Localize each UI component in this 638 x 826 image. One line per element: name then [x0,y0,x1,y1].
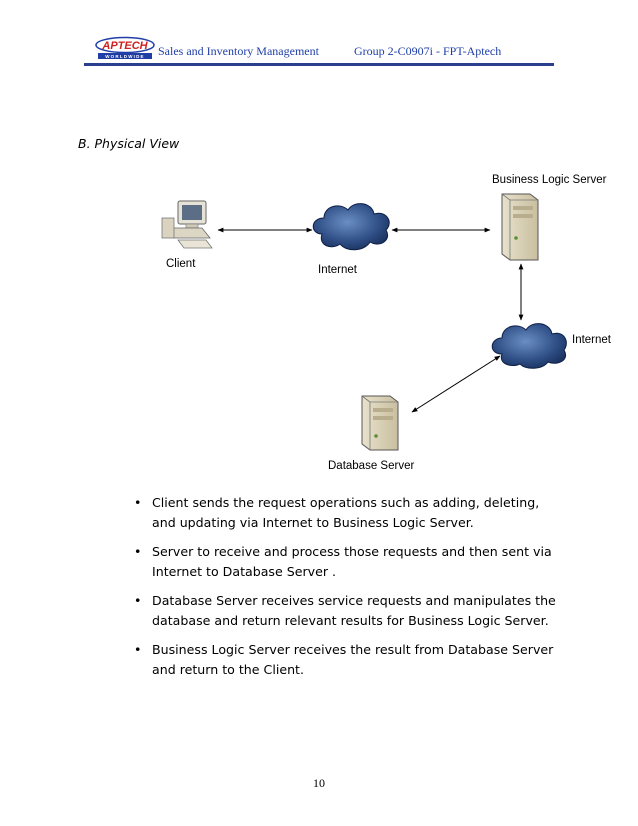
physical-view-diagram: Client Internet Business Logic Server In… [140,168,620,478]
bullet-icon: • [134,495,142,510]
list-item-text: Business Logic Server receives the resul… [152,642,554,677]
internet-cloud-icon [312,203,390,251]
server-icon [501,193,539,261]
list-item: • Business Logic Server receives the resu… [131,640,561,679]
page-number: 10 [313,776,325,790]
client-computer-icon [161,200,213,249]
svg-text:APTECH: APTECH [101,40,148,52]
description-list: • Client sends the request operations suc… [131,493,561,689]
list-item-text: Database Server receives service request… [152,593,556,628]
label-client: Client [166,258,196,270]
bullet-icon: • [134,642,142,657]
bullet-icon: • [134,593,142,608]
internet-cloud-icon [491,323,567,369]
label-database-server: Database Server [328,460,415,472]
list-item: • Server to receive and process those req… [131,542,561,581]
page-header: APTECH WORLDWIDE Sales and Inventory Man… [84,34,554,68]
label-internet-1: Internet [318,264,357,276]
list-item-text: Client sends the request operations such… [152,495,540,530]
arrow-internet-database-server [411,355,501,413]
header-group: Group 2-C0907i - FPT-Aptech [354,44,502,58]
section-title: B. Physical View [78,136,180,151]
list-item: • Client sends the request operations suc… [131,493,561,532]
list-item: • Database Server receives service reques… [131,591,561,630]
header-rule [84,63,554,66]
list-item-text: Server to receive and process those requ… [152,544,552,579]
label-business-logic-server: Business Logic Server [492,174,607,186]
aptech-logo: APTECH WORLDWIDE [94,36,156,60]
label-internet-2: Internet [572,334,611,346]
bullet-icon: • [134,544,142,559]
svg-text:WORLDWIDE: WORLDWIDE [105,54,145,59]
server-icon [361,395,399,451]
header-title: Sales and Inventory Management [158,44,319,58]
